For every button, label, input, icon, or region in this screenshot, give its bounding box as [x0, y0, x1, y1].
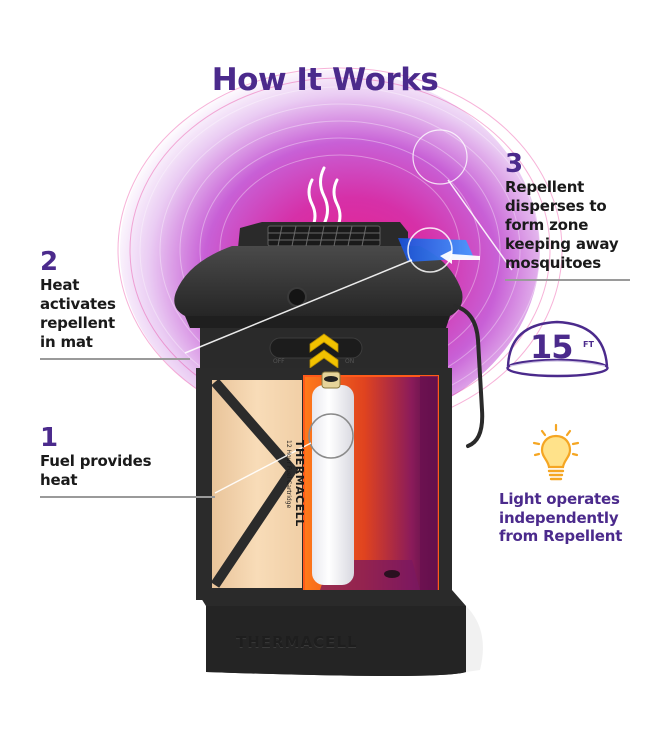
step-text-line: mosquitoes: [505, 254, 601, 272]
callout-step-1: 1 Fuel provides heat: [40, 424, 215, 498]
page-title: How It Works: [211, 62, 439, 98]
callout-divider: [40, 496, 215, 498]
callout-step-2: 2 Heat activates repellent in mat: [40, 248, 190, 360]
callout-step-3: 3 Repellent disperses to form zone keepi…: [505, 150, 630, 281]
cartridge-description: 12 Hour Fuel Cartridge: [285, 440, 292, 509]
callout-divider: [40, 358, 190, 360]
step-number: 2: [40, 247, 59, 277]
lightbulb-icon: [532, 423, 580, 481]
light-text-line: Light operates: [499, 490, 620, 508]
step-text-line: Heat: [40, 276, 80, 294]
step-number: 3: [505, 149, 524, 179]
callout-divider: [505, 279, 630, 281]
cartridge-brand: THERMACELL: [293, 440, 306, 527]
light-text-line: independently: [499, 508, 619, 527]
range-unit: FT: [583, 340, 594, 349]
switch-off-label: OFF: [273, 358, 285, 365]
step-number: 1: [40, 423, 59, 453]
base-brand-embossed: THERMACELL: [236, 633, 358, 651]
fuel-cartridge-label: THERMACELL 12 Hour Fuel Cartridge: [280, 440, 306, 560]
light-text-line: from Repellent: [499, 527, 623, 545]
step-text-line: Fuel provides: [40, 452, 152, 470]
light-feature-text: Light operates independently from Repell…: [499, 490, 639, 546]
step-text-line: in mat: [40, 333, 93, 351]
arrow-icon: [440, 250, 480, 264]
range-badge: 15 FT: [500, 318, 615, 380]
step-text-line: keeping away: [505, 235, 619, 253]
step-text-line: repellent: [40, 314, 115, 332]
step-text-line: activates: [40, 295, 116, 313]
step-text-line: Repellent: [505, 178, 585, 196]
dome-icon: [506, 320, 609, 378]
step-text-line: heat: [40, 471, 78, 489]
switch-on-label: ON: [345, 358, 355, 365]
step-text-line: disperses to: [505, 197, 607, 215]
range-value: 15: [530, 328, 574, 366]
step-text-line: form zone: [505, 216, 589, 234]
